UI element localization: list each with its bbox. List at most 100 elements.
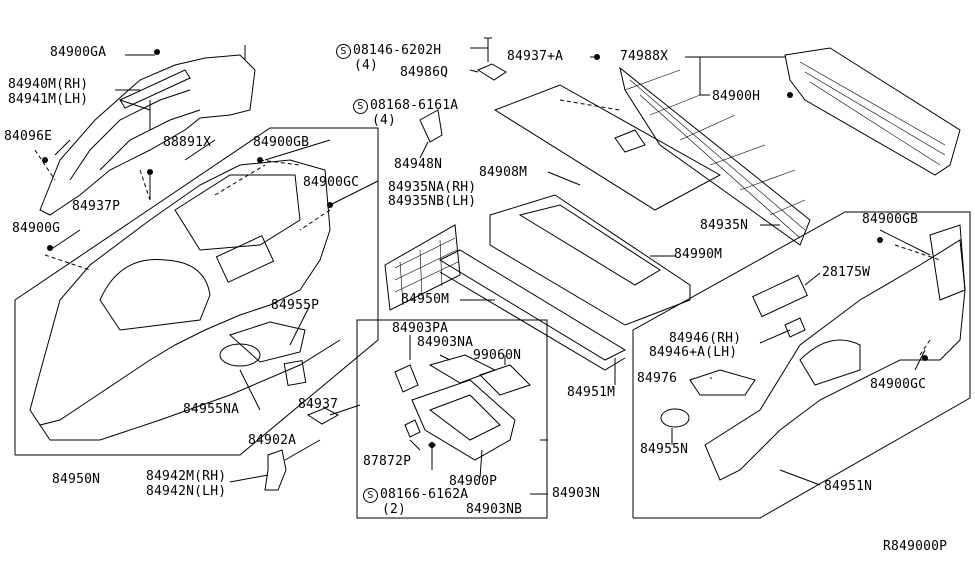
label-84950M: 84950M [401, 292, 450, 307]
clip-84937A [594, 54, 600, 60]
leader-74988X [685, 56, 785, 96]
tray-84990M [489, 194, 691, 326]
main-trim-grille [215, 235, 275, 283]
label-84986Q: 84986Q [400, 65, 449, 80]
grille-28175W [752, 274, 808, 318]
label-84902A: 84902A [248, 433, 297, 448]
label-84948N: 84948N [394, 157, 443, 172]
upper-trim-vent [119, 69, 191, 109]
label-84900GA: 84900GA [50, 45, 107, 60]
label-84955NA: 84955NA [183, 402, 240, 417]
label-screw-08168-qty: (4) [372, 113, 397, 128]
screw-08168-number: 08168-6161A [370, 98, 459, 113]
side-net [384, 224, 461, 311]
clip-84900GB [257, 157, 263, 163]
screw-08166-number: 08166-6162A [380, 487, 469, 502]
cargo-box-inner [428, 394, 501, 441]
label-84976: 84976 [637, 371, 678, 386]
sill-trim-ribs [799, 61, 946, 166]
leader-84986Q [469, 69, 479, 73]
label-84900P: 84900P [449, 474, 498, 489]
label-84942N-lh: 84942N(LH) [146, 484, 227, 499]
clip-84900G [47, 245, 53, 251]
label-84937: 84937 [298, 397, 339, 412]
floor-panel-84950M [438, 249, 627, 361]
label-99060N: 99060N [473, 348, 522, 363]
floor-board-handle [614, 129, 646, 153]
screw-08146 [484, 37, 492, 62]
label-84900H: 84900H [712, 89, 761, 104]
label-84955P: 84955P [271, 298, 320, 313]
cover-84946 [784, 317, 806, 338]
clip-84900H [787, 92, 793, 98]
clip-84900GC-right [922, 355, 928, 361]
clip-87872P [404, 419, 421, 438]
leader-84948N [419, 141, 429, 159]
bracket-84942 [264, 449, 287, 491]
cup-84955N [660, 408, 690, 428]
label-84900GB: 84900GB [253, 135, 310, 150]
main-trim-wheelarch [99, 259, 211, 331]
floor-board [493, 84, 722, 211]
dashed-refs-left [34, 149, 331, 271]
label-84937P: 84937P [72, 199, 121, 214]
clip-84900GA [154, 49, 160, 55]
label-screw-08166-qty: (2) [382, 502, 407, 517]
label-84935NB-lh: 84935NB(LH) [388, 194, 477, 209]
right-trim-wheelarch [799, 339, 861, 386]
cup-holder-tray [229, 321, 306, 363]
label-84903NA: 84903NA [417, 335, 474, 350]
right-trim-panel-side [929, 224, 966, 301]
label-84903N: 84903N [552, 486, 601, 501]
label-88891X: 88891X [163, 135, 212, 150]
label-84946-rh: 84946(RH) [669, 331, 742, 346]
clip-84937 [306, 407, 340, 425]
main-trim-panel [29, 159, 331, 426]
label-84900GC: 84900GC [303, 175, 360, 190]
label-84096E: 84096E [4, 129, 53, 144]
screw-symbol-icon: S [363, 488, 378, 503]
label-84900GC-right: 84900GC [870, 377, 927, 392]
label-84951M: 84951M [567, 385, 616, 400]
cargo-box-lid-84903PA [394, 364, 419, 393]
dashed-net [559, 99, 621, 111]
label-84908M: 84908M [479, 165, 528, 180]
main-trim-lower-edge [39, 339, 341, 441]
label-84903PA: 84903PA [392, 321, 449, 336]
label-84951N: 84951N [824, 479, 873, 494]
label-84941M-lh: 84941M(LH) [8, 92, 89, 107]
label-74988X: 74988X [620, 49, 669, 64]
clip-84900GC [327, 202, 333, 208]
label-84903NB: 84903NB [466, 502, 523, 517]
cargo-box-leaders [409, 335, 548, 495]
label-84946A-lh: 84946+A(LH) [649, 345, 738, 360]
tray-inner [518, 204, 661, 286]
bracket-84948N [419, 109, 443, 143]
label-84935NA-rh: 84935NA(RH) [388, 180, 477, 195]
screw-symbol-icon: S [353, 99, 368, 114]
label-84990M: 84990M [674, 247, 723, 262]
diagram-reference-code: R849000P [883, 539, 948, 554]
tray-84976 [689, 369, 756, 396]
label-84900G: 84900G [12, 221, 61, 236]
screw-08146-number: 08146-6202H [353, 43, 442, 58]
cargo-net-mesh [624, 69, 806, 239]
leaders-left [49, 45, 379, 483]
screw-symbol-icon: S [336, 44, 351, 59]
label-84942M-rh: 84942M(RH) [146, 469, 227, 484]
main-trim-upper-cavity [174, 174, 301, 251]
cargo-box-frame [356, 319, 548, 519]
right-dashed [894, 244, 941, 356]
fastener-dots [42, 49, 928, 448]
cover-99060N [479, 364, 531, 396]
cover-84986Q [476, 63, 507, 81]
label-84937A: 84937+A [507, 49, 564, 64]
side-net-mesh [394, 237, 459, 306]
clip-84937P [147, 169, 153, 175]
upper-trim-panel [39, 54, 256, 216]
label-84950N: 84950N [52, 472, 101, 487]
